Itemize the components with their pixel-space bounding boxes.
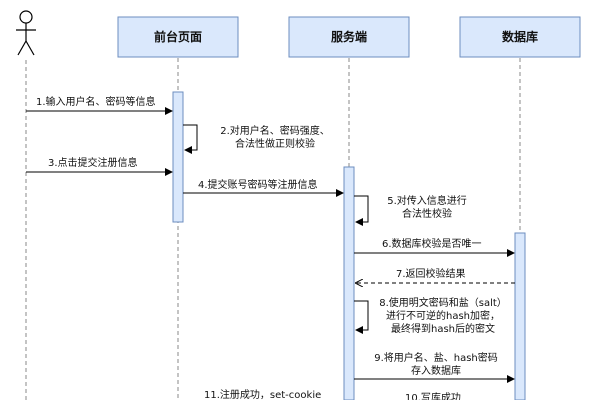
- arrow-msg-2: [183, 124, 198, 154]
- participant-label-server: 服务端: [330, 30, 367, 44]
- arrow-msg-8: [354, 300, 369, 334]
- message-label-8-line-2: 进行不可逆的hash加密，: [385, 311, 500, 322]
- activation-server: [343, 166, 355, 400]
- message-label-5: 5.对传入信息进行 合法性校验: [372, 195, 482, 221]
- activation-database: [514, 232, 526, 400]
- actor-user-icon: [16, 10, 36, 56]
- message-label-7: 7.返回校验结果: [396, 269, 466, 280]
- message-label-8-line-1: 8.使用明文密码和盐（salt）: [379, 298, 507, 309]
- message-label-2-line-1: 2.对用户名、密码强度、: [220, 126, 330, 137]
- message-label-2: 2.对用户名、密码强度、 合法性做正则校验: [200, 125, 350, 151]
- message-label-11: 11.注册成功，set-cookie: [204, 390, 322, 400]
- message-label-9-line-2: 存入数据库: [411, 366, 461, 377]
- message-label-8-line-3: 最终得到hash后的密文: [390, 324, 495, 335]
- participant-box-frontend: [117, 16, 239, 58]
- participant-label-frontend: 前台页面: [153, 30, 202, 44]
- activation-frontend: [172, 91, 184, 223]
- message-label-6: 6.数据库校验是否唯一: [382, 239, 482, 250]
- message-label-2-line-2: 合法性做正则校验: [235, 139, 315, 150]
- participant-box-database: [459, 16, 581, 58]
- message-label-10: 10.写库成功: [405, 393, 461, 400]
- message-label-9: 9.将用户名、盐、hash密码 存入数据库: [366, 352, 506, 378]
- message-label-5-line-1: 5.对传入信息进行: [387, 196, 467, 207]
- message-label-9-line-1: 9.将用户名、盐、hash密码: [374, 353, 498, 364]
- message-label-3: 3.点击提交注册信息: [48, 158, 138, 169]
- message-label-4: 4.提交账号密码等注册信息: [198, 180, 318, 191]
- participant-box-server: [288, 16, 410, 58]
- message-label-5-line-2: 合法性校验: [402, 209, 452, 220]
- participant-label-database: 数据库: [501, 30, 538, 44]
- message-label-8: 8.使用明文密码和盐（salt） 进行不可逆的hash加密， 最终得到hash后…: [368, 297, 518, 336]
- arrow-msg-5: [354, 195, 369, 226]
- message-label-1: 1.输入用户名、密码等信息: [36, 97, 156, 108]
